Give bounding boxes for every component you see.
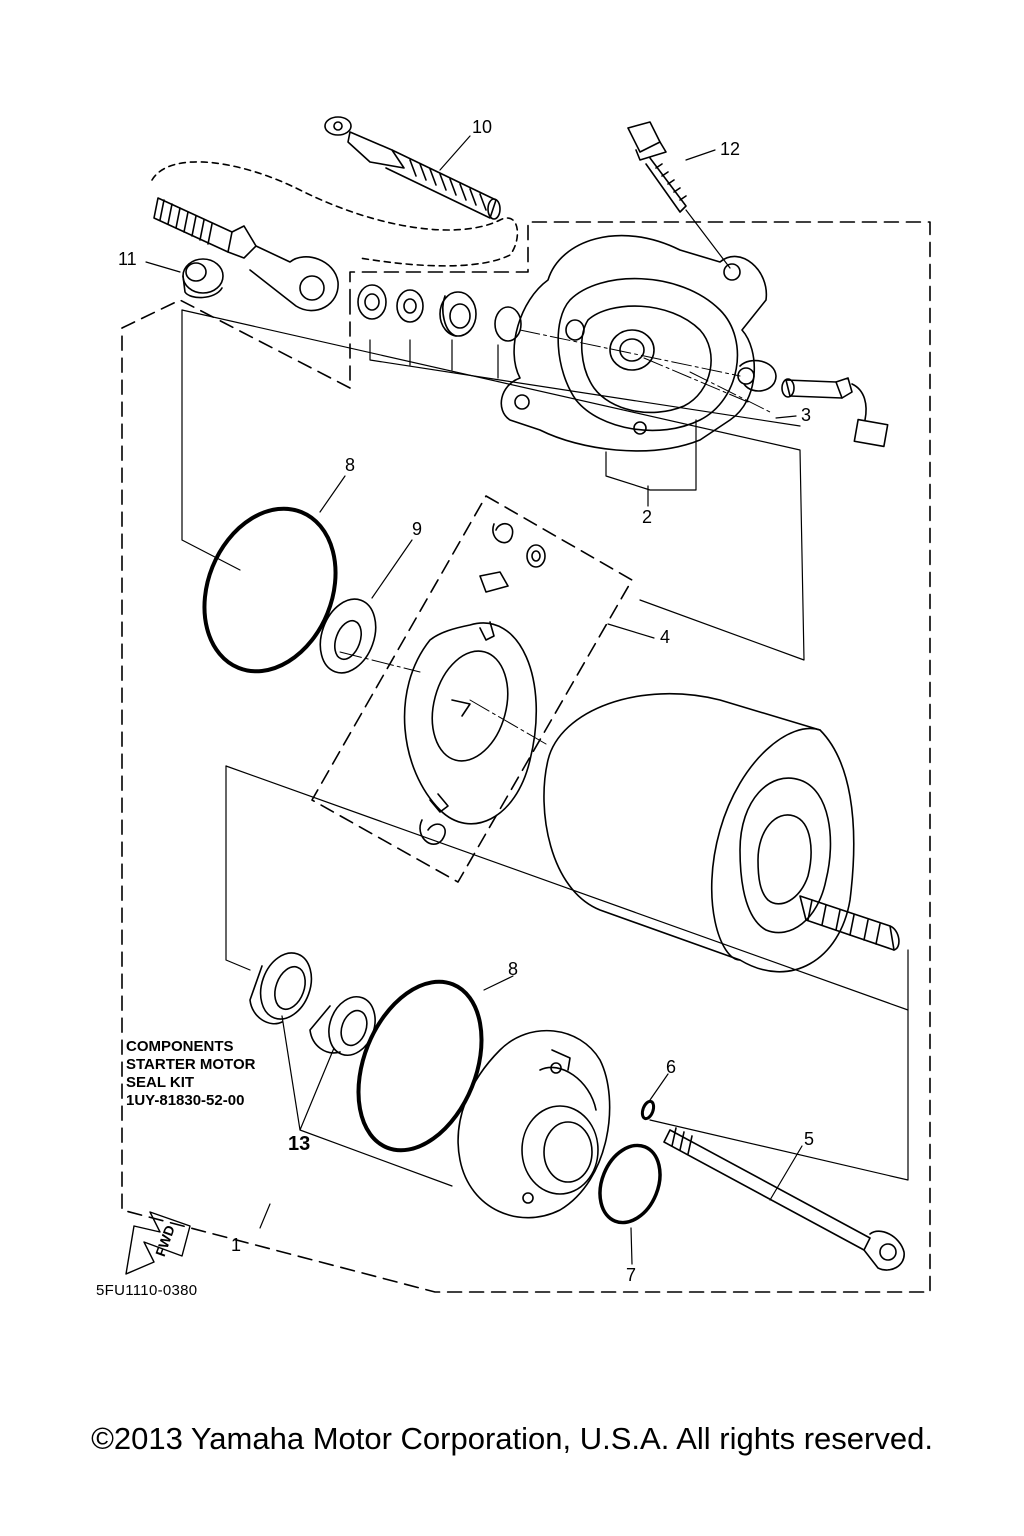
brush-holder-box-dashed: [311, 495, 633, 883]
cable-link-dashed: [151, 161, 519, 267]
kit-note-line-4: 1UY-81830-52-00: [126, 1092, 245, 1109]
callout-6: 6: [666, 1057, 677, 1077]
callout-4: 4: [660, 627, 671, 647]
nut-part-11: [182, 258, 224, 299]
seal-kit-note: COMPONENTS STARTER MOTOR SEAL KIT 1UY-81…: [126, 1038, 255, 1110]
leader-lines: [145, 135, 803, 1265]
oil-seal-part-13: [249, 952, 313, 1025]
terminal-bolt-part-10: [324, 116, 501, 220]
callout-8-upper: 8: [345, 455, 356, 475]
callout-7: 7: [626, 1265, 637, 1285]
callout-11: 11: [118, 249, 137, 269]
alignment-line-upper: [181, 309, 241, 571]
fwd-arrow-icon: [125, 1211, 191, 1275]
brush-part-3: [781, 377, 889, 448]
callout-9: 9: [412, 519, 423, 539]
assembly-boundary-dashed: [121, 221, 931, 1293]
o-ring-part-7: [598, 1143, 662, 1225]
drawing-code: 5FU1110-0380: [96, 1282, 198, 1299]
callout-12: 12: [720, 139, 741, 159]
small-o-ring-part-6: [640, 1099, 656, 1121]
kit-note-line-1: COMPONENTS: [126, 1038, 234, 1055]
copyright-notice: ©2013 Yamaha Motor Corporation, U.S.A. A…: [91, 1421, 933, 1456]
o-ring-part-8-upper: [202, 506, 338, 674]
threaded-stud: [153, 197, 339, 312]
bracket-lines-part-2: [369, 339, 801, 491]
through-bolt-part-5: [663, 1127, 905, 1271]
alignment-line-lower: [225, 765, 909, 1011]
callout-2: 2: [642, 507, 653, 527]
callout-1: 1: [231, 1235, 242, 1255]
kit-note-line-3: SEAL KIT: [126, 1074, 195, 1091]
callout-8-lower: 8: [508, 959, 519, 979]
callout-3: 3: [801, 405, 812, 425]
brush-spring-parts: [419, 523, 546, 845]
rear-cover: [457, 1029, 611, 1219]
front-cover-part-2: [500, 234, 777, 452]
callout-5: 5: [804, 1129, 815, 1149]
brush-holder-part-4: [403, 621, 538, 825]
bolt-part-12: [627, 121, 731, 269]
kit-note-line-2: STARTER MOTOR: [126, 1056, 256, 1073]
needle-bearing-part-13: [309, 996, 376, 1056]
callout-10: 10: [472, 117, 493, 137]
washer-part-9: [319, 598, 377, 674]
callout-13: 13: [288, 1133, 311, 1155]
cover-washers: [357, 284, 522, 342]
motor-yoke-cylinder: [543, 692, 900, 973]
o-ring-part-8-lower: [356, 979, 484, 1153]
